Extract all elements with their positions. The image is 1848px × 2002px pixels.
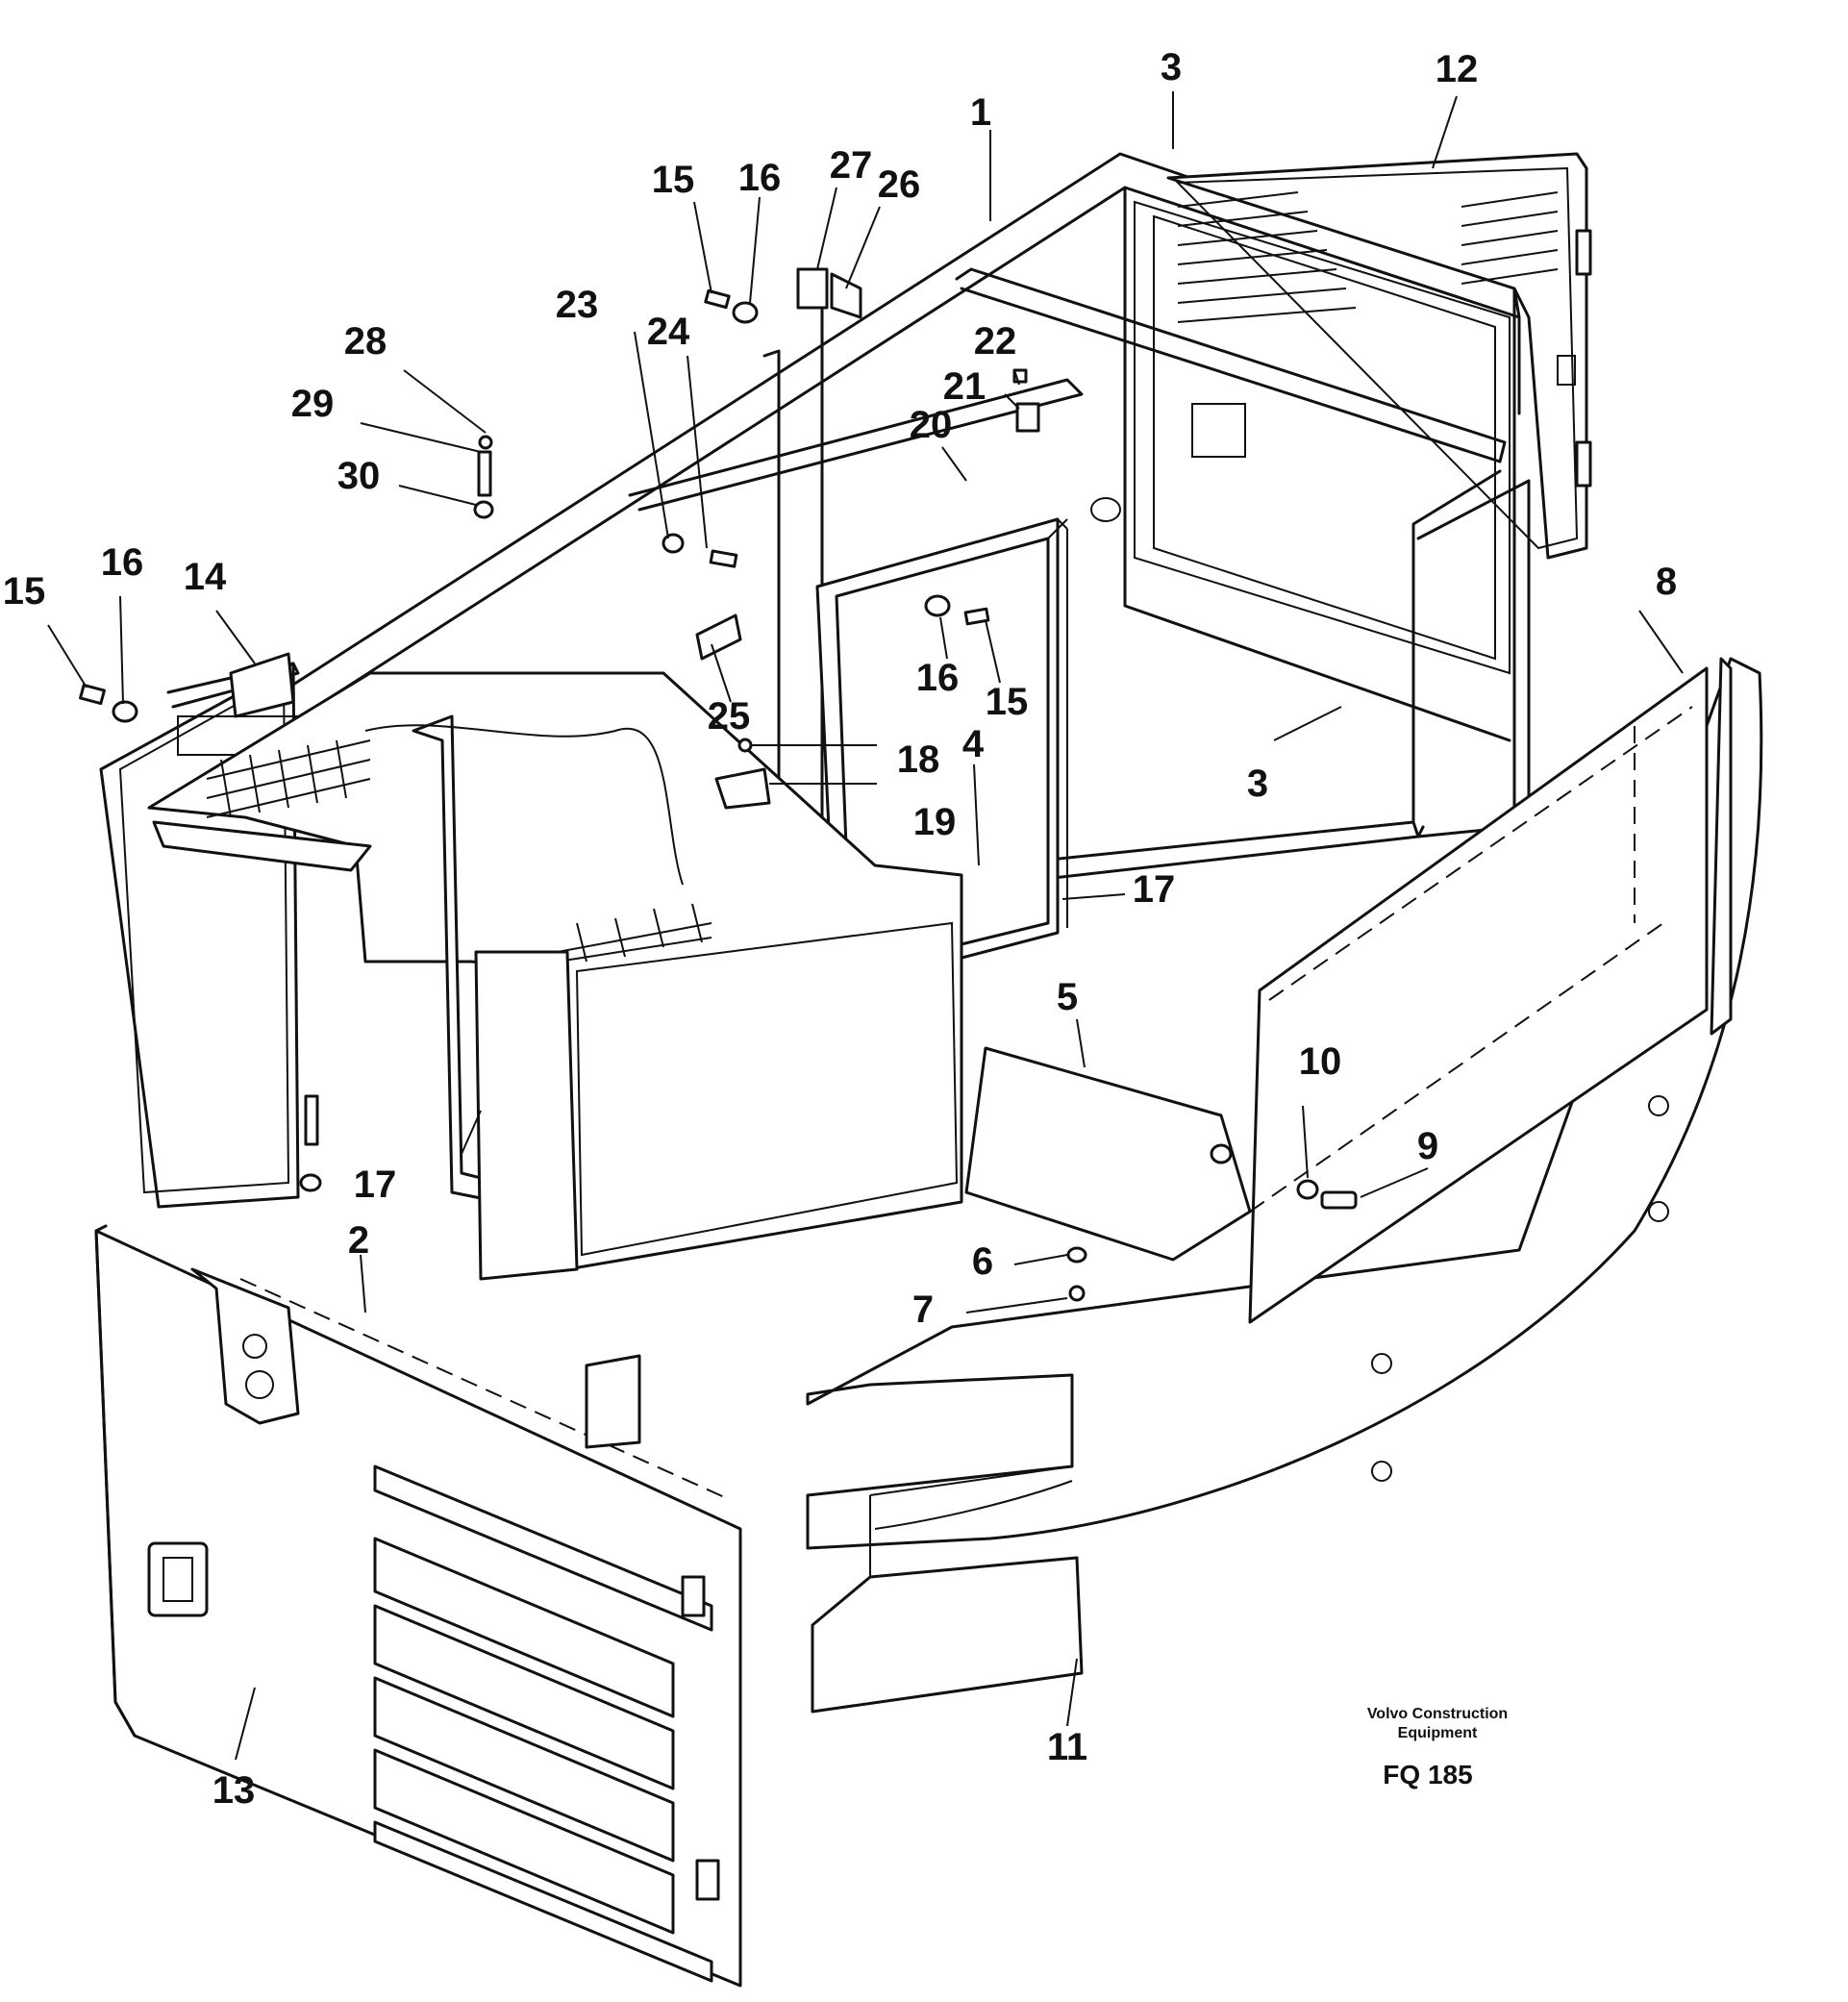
part-label-9: 9	[1417, 1125, 1438, 1167]
credit-line-2: Equipment	[1398, 1725, 1478, 1741]
part-label-14: 14	[184, 556, 227, 598]
part-label-25: 25	[708, 695, 751, 738]
part-label-3: 3	[1247, 763, 1268, 805]
part-label-28: 28	[344, 320, 387, 363]
part-label-10: 10	[1299, 1040, 1342, 1083]
part-label-8: 8	[1656, 561, 1677, 603]
part-label-16: 16	[916, 657, 960, 699]
part-label-3: 3	[1161, 46, 1182, 88]
part-label-29: 29	[291, 383, 335, 425]
part-label-17: 17	[1133, 868, 1176, 911]
fan-shroud	[147, 671, 963, 1281]
part-label-24: 24	[647, 311, 690, 353]
part-label-30: 30	[337, 455, 381, 497]
hardware	[79, 267, 1358, 1449]
part-number-labels: 1233456789101112131415151516161617171819…	[3, 46, 1677, 1812]
part-label-11: 11	[1047, 1726, 1087, 1768]
credit-line-1: Volvo Construction	[1367, 1706, 1508, 1722]
part-label-15: 15	[3, 570, 46, 613]
counterweight-11	[806, 657, 1763, 1714]
part-label-4: 4	[962, 723, 985, 765]
part-label-27: 27	[830, 144, 873, 187]
part-label-16: 16	[738, 157, 782, 199]
part-label-22: 22	[974, 320, 1017, 363]
leader-lines	[47, 91, 1684, 1761]
part-label-20: 20	[910, 404, 953, 446]
part-label-16: 16	[101, 541, 144, 584]
part-label-23: 23	[556, 284, 599, 326]
part-label-15: 15	[986, 681, 1029, 723]
part-label-2: 2	[348, 1219, 369, 1262]
part-label-15: 15	[652, 159, 695, 201]
part-label-13: 13	[212, 1769, 256, 1812]
part-label-7: 7	[912, 1289, 934, 1331]
part-label-12: 12	[1436, 48, 1479, 90]
publisher-credit: Volvo Construction Equipment FQ 185	[1367, 1706, 1508, 1789]
front-door-13	[94, 1224, 742, 1988]
part-label-1: 1	[970, 91, 991, 134]
part-label-5: 5	[1057, 976, 1078, 1018]
part-label-18: 18	[897, 738, 940, 781]
figure-code: FQ 185	[1383, 1760, 1472, 1789]
part-label-26: 26	[878, 163, 921, 206]
part-label-17: 17	[354, 1164, 397, 1206]
part-label-19: 19	[913, 801, 957, 843]
rear-panel-12	[1090, 152, 1592, 675]
part-label-21: 21	[943, 365, 986, 408]
part-label-6: 6	[972, 1240, 993, 1283]
